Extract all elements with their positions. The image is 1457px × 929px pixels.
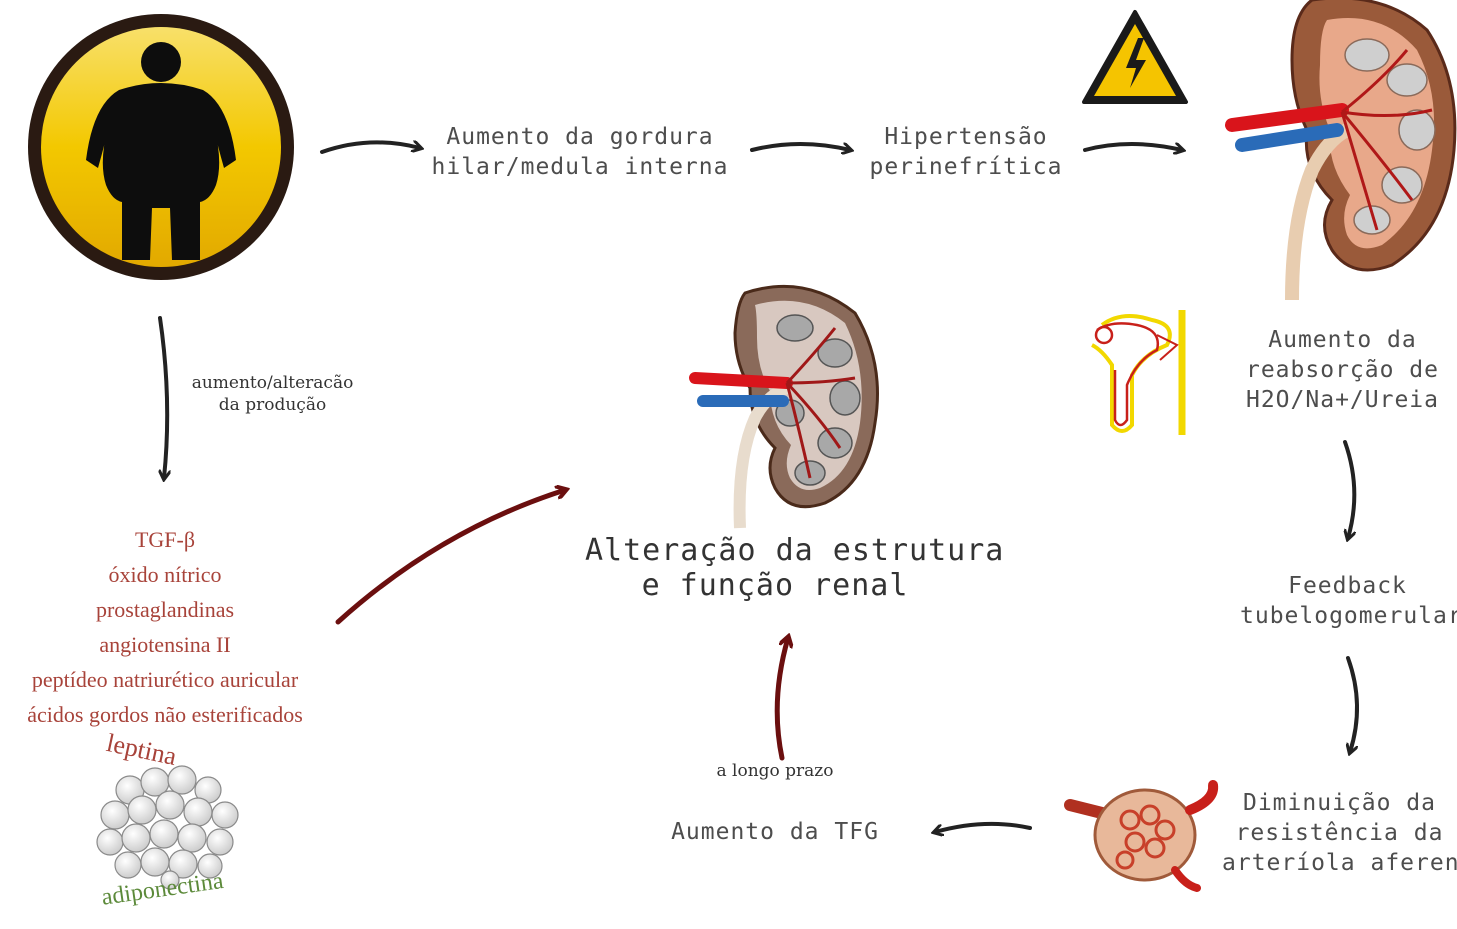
arrow-obesity-down bbox=[160, 318, 167, 478]
node-reabsorcao: Aumento da reabsorção de H2O/Na+/Ureia bbox=[1230, 325, 1455, 415]
label-producao-line-2: da produção bbox=[180, 394, 365, 416]
node-alteracao: Alteração da estrutura e função renal bbox=[585, 533, 965, 603]
mediator-item: óxido nítrico bbox=[0, 557, 330, 592]
mediators-list: TGF-β óxido nítrico prostaglandinas angi… bbox=[0, 522, 330, 732]
arrow-mediators-to-alteracao bbox=[338, 490, 565, 622]
label-producao-line-1: aumento/alteracão bbox=[180, 372, 365, 394]
node-alteracao-line-2: e função renal bbox=[585, 568, 965, 603]
node-diminuicao: Diminuição da resistência da arteríola a… bbox=[1222, 788, 1457, 878]
arrow-obesity-to-gordura bbox=[322, 142, 420, 152]
label-prazo-text: a longo prazo bbox=[690, 760, 860, 782]
node-reabsorcao-line-2: reabsorção de bbox=[1230, 355, 1455, 385]
arrow-feedback-to-diminuicao bbox=[1348, 658, 1357, 752]
mediator-item: peptídeo natriurético auricular bbox=[0, 662, 330, 697]
arrow-hipertensao-to-kidney bbox=[1085, 144, 1182, 150]
node-diminuicao-line-3: arteríola aferente bbox=[1222, 848, 1457, 878]
node-alteracao-line-1: Alteração da estrutura bbox=[585, 533, 965, 568]
mediator-item: prostaglandinas bbox=[0, 592, 330, 627]
label-producao: aumento/alteracão da produção bbox=[180, 372, 365, 416]
node-diminuicao-line-1: Diminuição da bbox=[1222, 788, 1457, 818]
node-tfg: Aumento da TFG bbox=[660, 817, 890, 847]
node-tfg-text: Aumento da TFG bbox=[660, 817, 890, 847]
arrow-reabsorcao-to-feedback bbox=[1345, 442, 1354, 538]
arrow-gordura-to-hipertensao bbox=[752, 144, 850, 150]
node-gordura-line-1: Aumento da gordura bbox=[430, 122, 730, 152]
node-diminuicao-line-2: resistência da bbox=[1222, 818, 1457, 848]
node-hipertensao-line-2: perinefrítica bbox=[866, 152, 1066, 182]
node-gordura: Aumento da gordura hilar/medula interna bbox=[430, 122, 730, 182]
node-feedback-line-2: tubelogomerular bbox=[1240, 601, 1455, 631]
arrow-diminuicao-to-tfg bbox=[935, 824, 1030, 832]
arrow-tfg-to-alteracao bbox=[777, 638, 788, 758]
node-reabsorcao-line-1: Aumento da bbox=[1230, 325, 1455, 355]
node-hipertensao-line-1: Hipertensão bbox=[866, 122, 1066, 152]
node-gordura-line-2: hilar/medula interna bbox=[430, 152, 730, 182]
mediator-item: TGF-β bbox=[0, 522, 330, 557]
mediator-item: ácidos gordos não esterificados bbox=[0, 697, 330, 732]
node-feedback: Feedback tubelogomerular bbox=[1240, 571, 1455, 631]
label-prazo: a longo prazo bbox=[690, 760, 860, 782]
node-hipertensao: Hipertensão perinefrítica bbox=[866, 122, 1066, 182]
node-reabsorcao-line-3: H2O/Na+/Ureia bbox=[1230, 385, 1455, 415]
node-feedback-line-1: Feedback bbox=[1240, 571, 1455, 601]
mediator-item: angiotensina II bbox=[0, 627, 330, 662]
